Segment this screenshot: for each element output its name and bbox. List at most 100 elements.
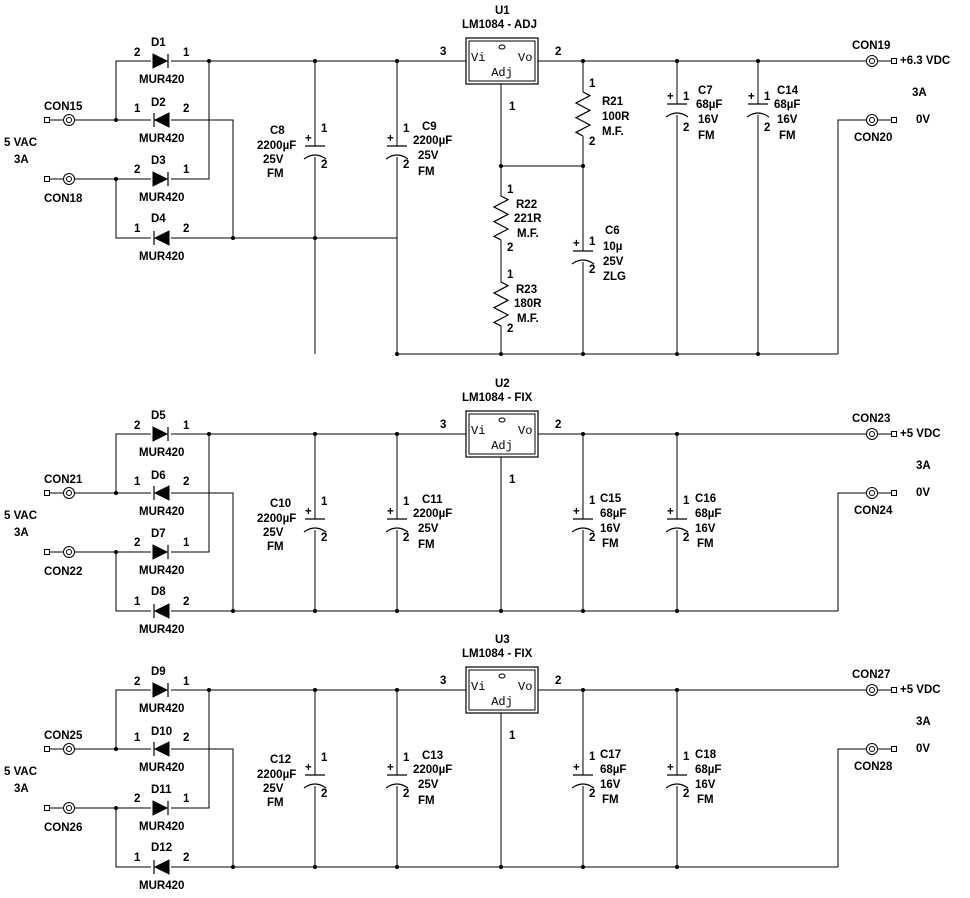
capacitor-type: ZLG (603, 271, 626, 283)
connector-terminal (866, 487, 897, 499)
diode-part: MUR420 (139, 821, 184, 833)
connector-label-out-neg: CON20 (854, 132, 892, 144)
wire (115, 552, 151, 612)
cap-pin-2: 2 (589, 264, 595, 276)
wire (115, 179, 151, 239)
terminal-ring-inner (869, 746, 875, 752)
regulator-part: LM1084 - FIX (462, 392, 533, 404)
capacitor-ref: C15 (600, 493, 622, 505)
diode-pin-1: 2 (134, 420, 140, 432)
diode-symbol (152, 53, 169, 69)
regulator-pin-adj: 1 (509, 730, 516, 742)
cap-pin-1: 1 (321, 752, 328, 764)
diode-ref: D7 (151, 528, 166, 540)
cap-pin-2: 2 (321, 159, 327, 171)
ic-body (465, 666, 539, 714)
ic-body (465, 410, 539, 458)
cap-plate-negative (665, 783, 689, 789)
junction-dot (499, 609, 503, 613)
cap-pin-2: 2 (321, 532, 327, 544)
terminal-pad (891, 58, 897, 64)
capacitor-value: 2200µF (257, 513, 296, 525)
polarized-capacitor-symbol: + (303, 762, 327, 789)
polarized-capacitor-symbol: + (571, 762, 595, 789)
diode-ref: D9 (151, 666, 166, 678)
diode-triangle (152, 426, 169, 442)
regulator-pin-out: 2 (555, 675, 561, 687)
cap-pin-2: 2 (403, 788, 409, 800)
cap-pin-1: 1 (589, 236, 596, 248)
junction-dot (313, 609, 317, 613)
diode-pin-1: 1 (134, 223, 141, 235)
cap-pin-1: 1 (589, 751, 596, 763)
terminal-pad (891, 117, 897, 123)
connector-terminal (44, 487, 75, 499)
cap-pin-2: 2 (403, 532, 409, 544)
junction-dot (581, 688, 585, 692)
wire (837, 748, 866, 867)
capacitor-voltage: 16V (695, 523, 716, 535)
diode-pin-1: 2 (134, 676, 140, 688)
diode-symbol (153, 230, 170, 246)
terminal-pad (44, 805, 50, 811)
terminal-pad (44, 746, 50, 752)
diode-pin-2: 2 (183, 103, 189, 115)
capacitor-value: 2200µF (257, 140, 296, 152)
diode-ref: D6 (151, 470, 166, 482)
cap-pin-1: 1 (764, 91, 771, 103)
polarized-capacitor-symbol: + (665, 762, 689, 789)
diode-triangle (152, 800, 169, 816)
junction-dot (499, 865, 503, 869)
diode-triangle (153, 112, 170, 128)
input-current-label: 3A (14, 527, 29, 539)
wire (115, 60, 151, 120)
wire (115, 689, 151, 749)
connector-label-in-a: CON25 (44, 730, 83, 742)
output-current-label: 3A (912, 87, 927, 99)
cap-pin-2: 2 (683, 532, 689, 544)
diode-symbol (152, 426, 169, 442)
cap-plus-sign: + (387, 762, 394, 774)
cap-plate-negative (571, 783, 595, 789)
connector-label-in-b: CON22 (44, 566, 82, 578)
junction-dot (313, 236, 317, 240)
resistor-symbol (492, 281, 510, 327)
diode-triangle (152, 53, 169, 69)
wire (837, 492, 866, 611)
diode-part: MUR420 (139, 447, 184, 459)
resistor-type: M.F. (517, 228, 539, 240)
diode-ref: D10 (151, 726, 172, 738)
capacitor-value: 68µF (600, 764, 626, 776)
cap-plus-sign: + (387, 506, 394, 518)
cap-plus-sign: + (305, 506, 312, 518)
output-current-label: 3A (916, 716, 931, 728)
regulator-ref: U2 (495, 378, 510, 390)
cap-plus-sign: + (573, 506, 580, 518)
diode-pin-2: 2 (183, 223, 189, 235)
cap-pin-1: 1 (683, 91, 690, 103)
cap-pin-1: 1 (403, 496, 410, 508)
terminal-pad (891, 746, 897, 752)
connector-terminal (866, 684, 897, 696)
cap-plate-negative (385, 527, 409, 533)
diode-ref: D5 (151, 410, 166, 422)
capacitor-ref: C8 (270, 125, 285, 137)
capacitor-type: FM (267, 797, 284, 809)
regulator-pin-in: 3 (440, 675, 446, 687)
output-voltage-label: +5 VDC (900, 428, 941, 440)
regulator-pin-in: 3 (440, 419, 446, 431)
cap-pin-2: 2 (403, 159, 409, 171)
junction-dot (675, 688, 679, 692)
diode-part: MUR420 (139, 880, 184, 892)
capacitor-voltage: 25V (418, 523, 439, 535)
capacitor-value: 68µF (695, 508, 721, 520)
capacitor-value: 2200µF (413, 135, 452, 147)
junction-dot (499, 352, 503, 356)
junction-dot (581, 609, 585, 613)
diode-triangle (152, 171, 169, 187)
terminal-ring-inner (869, 431, 875, 437)
capacitor-value: 10µ (603, 241, 622, 253)
diode-pin-1: 2 (134, 793, 140, 805)
resistor-pin-2: 2 (507, 323, 513, 335)
